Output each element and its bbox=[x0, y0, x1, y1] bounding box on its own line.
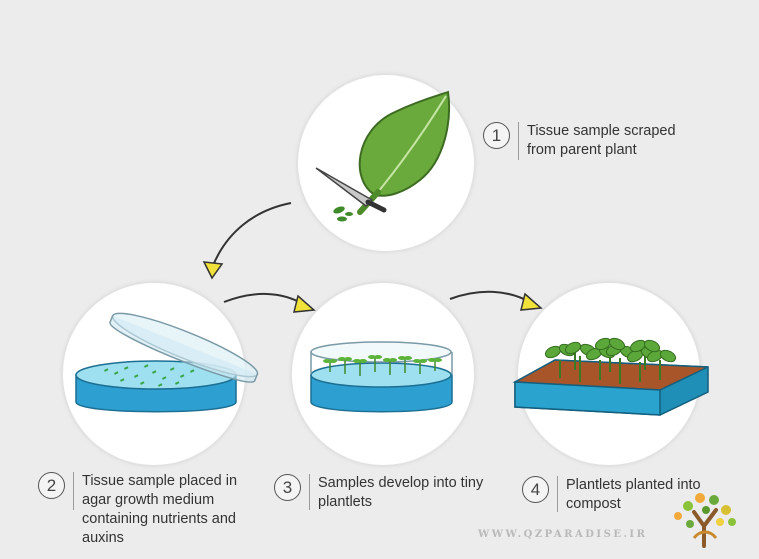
caption-divider bbox=[557, 476, 558, 512]
step-1-text: Tissue sample scraped from parent plant bbox=[527, 123, 676, 158]
step-2-text: Tissue sample placed in agar growth medi… bbox=[82, 473, 238, 546]
step-3-number: 3 bbox=[274, 474, 301, 501]
seedling-tray-icon bbox=[512, 337, 709, 416]
step-2-number: 2 bbox=[38, 472, 65, 499]
watermark-text: WWW.QZPARADISE.IR bbox=[478, 529, 648, 540]
caption-divider bbox=[518, 122, 519, 160]
step-4-text: Plantlets planted into compost bbox=[566, 477, 701, 512]
arrow-2-to-3 bbox=[223, 293, 316, 313]
step-2-caption: 2 Tissue sample placed in agar growth me… bbox=[38, 472, 237, 548]
caption-divider bbox=[309, 474, 310, 510]
tree-hands-logo bbox=[674, 493, 736, 548]
tissue-fragments bbox=[333, 206, 353, 222]
caption-divider bbox=[73, 472, 74, 510]
step-3-text: Samples develop into tiny plantlets bbox=[318, 475, 484, 510]
petri-dish-icon bbox=[75, 312, 259, 413]
arrow-3-to-4 bbox=[449, 290, 543, 311]
arrow-1-to-2 bbox=[202, 202, 292, 280]
leaf-icon bbox=[357, 90, 451, 215]
plantlet-dish-icon bbox=[310, 341, 453, 413]
step-3-caption: 3 Samples develop into tiny plantlets bbox=[274, 474, 483, 512]
step-1-number: 1 bbox=[483, 122, 510, 149]
scalpel-icon bbox=[315, 167, 387, 213]
step-1-caption: 1 Tissue sample scraped from parent plan… bbox=[483, 122, 676, 160]
step-4-number: 4 bbox=[522, 476, 549, 503]
step-4-caption: 4 Plantlets planted into compost bbox=[522, 476, 701, 514]
